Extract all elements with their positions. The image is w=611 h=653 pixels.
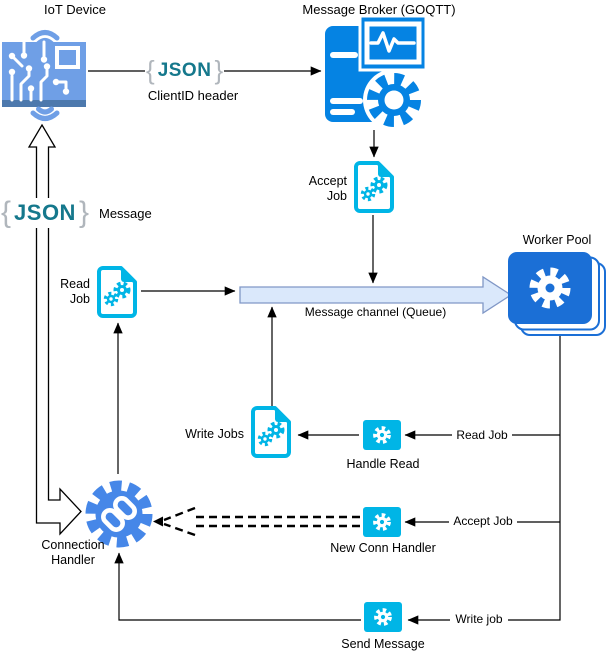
clientid-header-label: ClientID header xyxy=(147,88,239,103)
close-brace: } xyxy=(78,196,89,229)
send-message-label: Send Message xyxy=(341,637,425,651)
iot-device-label: IoT Device xyxy=(44,2,106,17)
connection-handler-icon xyxy=(85,480,153,548)
edge-label-accept-job: Accept Job xyxy=(449,514,517,529)
json-clientid-label: { JSON } xyxy=(145,54,225,86)
write-jobs-label: Write Jobs xyxy=(185,427,244,441)
message-channel-arrow xyxy=(239,275,513,315)
accept-job-label: Accept Job xyxy=(308,174,347,203)
connection-handler-label: Connection Handler xyxy=(41,538,105,567)
send-message-icon xyxy=(363,601,403,633)
message-broker-label: Message Broker (GOQTT) xyxy=(302,2,456,17)
message-channel-label: Message channel (Queue) xyxy=(304,305,447,319)
iot-chip-icon xyxy=(2,30,86,121)
message-broker-icon xyxy=(325,14,428,131)
hollow-arrow-connhandler-device xyxy=(27,123,82,536)
worker-pool-icon xyxy=(508,252,606,336)
close-brace: } xyxy=(214,55,224,85)
json-message-label: { JSON } Message xyxy=(0,195,152,231)
edge-label-write-job: Write job xyxy=(450,612,508,627)
read-job-label: Read Job xyxy=(60,277,90,306)
handle-read-label: Handle Read xyxy=(346,457,420,471)
worker-pool-label: Worker Pool xyxy=(522,233,592,247)
json-word: JSON xyxy=(14,200,76,225)
new-conn-handler-label: New Conn Handler xyxy=(330,541,436,555)
json-word: JSON xyxy=(157,59,212,81)
edge-sendmessage-connhandler xyxy=(114,552,361,621)
accept-job-doc-icon xyxy=(352,161,396,213)
edge-label-read-job: Read Job xyxy=(452,428,512,443)
open-brace: { xyxy=(1,196,12,229)
edge-workerpool-sendmessage xyxy=(407,334,561,625)
new-conn-handler-icon xyxy=(362,506,402,538)
read-job-doc-icon xyxy=(95,266,139,318)
message-caption: Message xyxy=(98,205,152,221)
write-jobs-doc-icon xyxy=(249,406,293,458)
handle-read-icon xyxy=(362,419,402,451)
open-brace: { xyxy=(146,55,155,85)
dashed-arrow-newconn-connhandler xyxy=(153,506,360,537)
